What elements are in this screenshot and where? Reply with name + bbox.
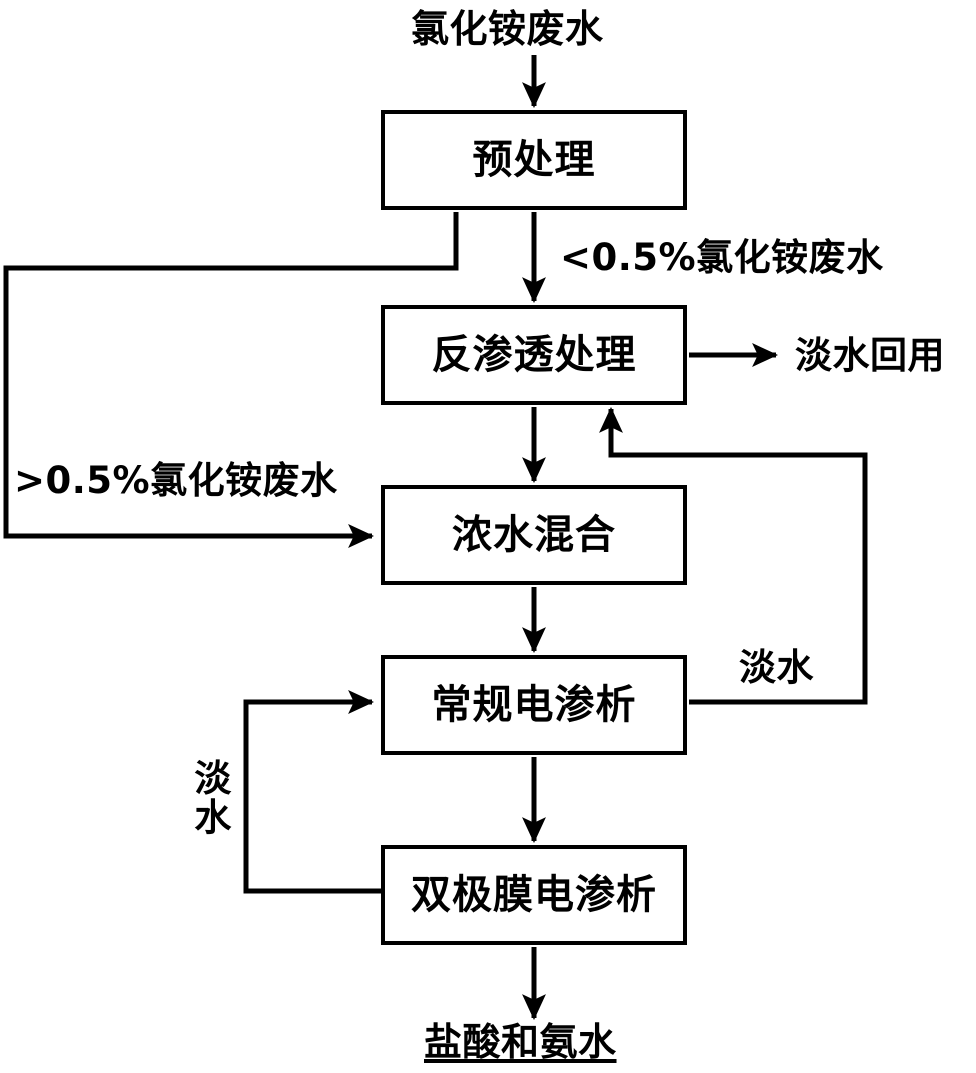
node-bipolar-membrane-electrodialysis-label: 双极膜电渗析	[411, 872, 657, 918]
edge-bmed-fresh-to-ced	[243, 690, 381, 894]
node-concentrate-mixing-label: 浓水混合	[452, 512, 616, 558]
node-reverse-osmosis-label: 反渗透处理	[431, 332, 637, 378]
output-stream-label: 盐酸和氨水	[424, 1020, 617, 1064]
node-pretreatment-label: 预处理	[472, 137, 596, 183]
edge-label-fresh-left: 淡水	[194, 757, 232, 839]
edge-pretreatment-bypass-to-mixing	[3, 212, 459, 548]
node-conventional-electrodialysis[interactable]: 常规电渗析	[381, 655, 687, 755]
node-conventional-electrodialysis-label: 常规电渗析	[431, 682, 637, 728]
node-bipolar-membrane-electrodialysis[interactable]: 双极膜电渗析	[381, 845, 687, 945]
node-reverse-osmosis[interactable]: 反渗透处理	[381, 305, 687, 405]
edge-label-fresh-right: 淡水	[739, 646, 814, 689]
node-concentrate-mixing[interactable]: 浓水混合	[381, 485, 687, 585]
input-stream-label: 氯化铵废水	[411, 7, 604, 51]
edge-label-fresh-reuse: 淡水回用	[795, 334, 945, 377]
edge-ced-fresh-to-ro	[599, 406, 868, 705]
edge-label-gt-05: >0.5%氯化铵废水	[14, 459, 338, 502]
node-pretreatment[interactable]: 预处理	[381, 110, 687, 210]
edge-label-lt-05: <0.5%氯化铵废水	[560, 236, 884, 279]
